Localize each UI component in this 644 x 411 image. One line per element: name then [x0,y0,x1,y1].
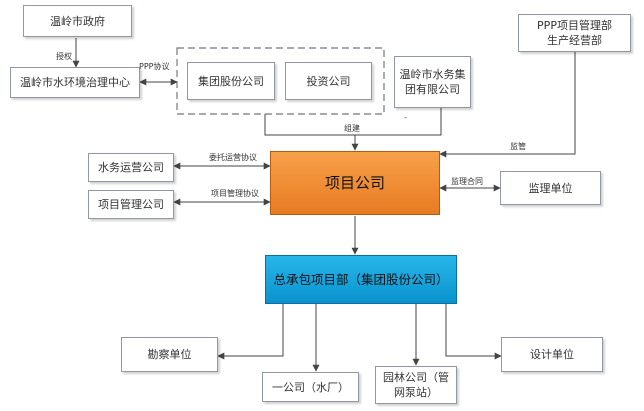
edge-establish [264,108,442,136]
node-water-ops: 水务运营公司 [88,153,174,182]
node-survey-label: 勘察单位 [147,348,192,361]
edge-to-design [445,304,502,360]
node-project-company: 项目公司 [270,151,440,215]
node-contractor-label: 总承包项目部（集团股份公司） [273,272,449,287]
node-design-label: 设计单位 [530,348,574,361]
node-survey: 勘察单位 [121,337,218,372]
edge-oversee [439,52,576,158]
node-water-group-label: 温岭市水务集团有限公司 [399,68,466,96]
node-group-company-label: 集团股份公司 [198,74,264,88]
node-supervisor-label: 监理单位 [528,181,573,195]
node-project-mgmt: 项目管理公司 [88,190,174,219]
node-contractor: 总承包项目部（集团股份公司） [265,255,457,304]
node-garden-company: 园林公司（管网泵站） [375,366,457,404]
node-investment-company-label: 投资公司 [306,74,351,88]
node-project-company-label: 项目公司 [324,173,385,192]
node-gov: 温岭市政府 [23,5,132,37]
label-establish: 组建 [344,124,360,133]
label-project-mgmt-agreement: 项目管理协议 [211,189,259,198]
label-entrust-ops: 委托运营协议 [209,153,257,162]
edge-to-survey [217,304,284,360]
node-water-ops-label: 水务运营公司 [98,161,164,174]
node-ppp-dept-label: PPP项目管理部 生产经营部 [537,19,612,47]
node-ppp-dept: PPP项目管理部 生产经营部 [518,14,631,52]
node-garden-company-label: 园林公司（管网泵站） [383,371,449,399]
node-supervisor: 监理单位 [500,171,601,205]
node-group-company: 集团股份公司 [187,62,275,100]
node-water-env-center: 温岭市水环境治理中心 [10,67,140,98]
label-oversee: 监管 [510,142,526,151]
node-company-1: 一公司（水厂） [262,372,359,402]
node-water-env-center-label: 温岭市水环境治理中心 [20,76,130,89]
node-gov-label: 温岭市政府 [50,14,105,28]
label-supervision-contract: 监理合同 [451,177,483,186]
label-authorize: 授权 [56,52,72,61]
node-design: 设计单位 [501,337,603,372]
node-investment-company: 投资公司 [285,62,372,100]
label-dash-mark: - [404,113,407,122]
label-ppp-agreement: PPP协议 [139,62,170,71]
node-project-mgmt-label: 项目管理公司 [98,198,164,211]
node-water-group: 温岭市水务集团有限公司 [394,56,471,108]
node-company-1-label: 一公司（水厂） [272,380,349,394]
